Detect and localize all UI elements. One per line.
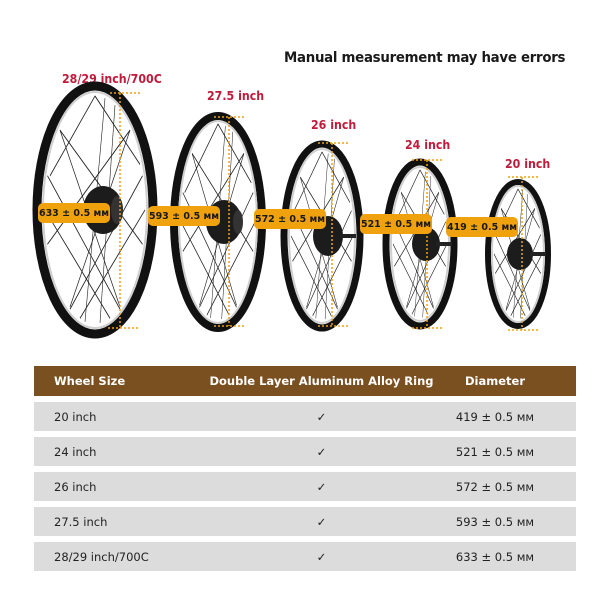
cell-wheel-size: 20 inch	[54, 409, 97, 424]
wheel-size-table: Wheel Size Double Layer Aluminum Alloy R…	[34, 366, 576, 571]
diameter-pill-28: 633 ± 0.5 мм	[38, 203, 110, 223]
header-wheel-size: Wheel Size	[54, 374, 126, 388]
wheel-26	[284, 144, 360, 328]
table-row: 28/29 inch/700C ✓ 633 ± 0.5 мм	[34, 542, 576, 571]
diameter-pill-20: 419 ± 0.5 мм	[446, 217, 518, 237]
cell-wheel-size: 27.5 inch	[54, 514, 108, 529]
table-row: 27.5 inch ✓ 593 ± 0.5 мм	[34, 507, 576, 536]
cell-wheel-size: 28/29 inch/700C	[54, 549, 149, 564]
table-row: 26 inch ✓ 572 ± 0.5 мм	[34, 472, 576, 501]
wheel-24	[386, 162, 454, 326]
check-icon: ✓	[316, 444, 327, 459]
diameter-pill-26: 572 ± 0.5 мм	[254, 209, 326, 229]
cell-wheel-size: 26 inch	[54, 479, 97, 494]
header-alloy-ring: Double Layer Aluminum Alloy Ring	[209, 374, 434, 388]
check-icon: ✓	[316, 514, 327, 529]
table-row: 24 inch ✓ 521 ± 0.5 мм	[34, 437, 576, 466]
wheel-size-label-24: 24 inch	[405, 138, 451, 152]
wheels-illustration	[0, 0, 600, 340]
cell-diameter: 593 ± 0.5 мм	[455, 514, 535, 529]
wheel-size-label-27-5: 27.5 inch	[207, 89, 265, 103]
wheel-20	[488, 182, 548, 326]
cell-diameter: 633 ± 0.5 мм	[455, 549, 535, 564]
check-icon: ✓	[316, 549, 327, 564]
cell-diameter: 521 ± 0.5 мм	[455, 444, 535, 459]
wheel-size-label-20: 20 inch	[505, 157, 551, 171]
cell-diameter: 572 ± 0.5 мм	[455, 479, 535, 494]
cell-diameter: 419 ± 0.5 мм	[455, 409, 535, 424]
diameter-pill-24: 521 ± 0.5 мм	[360, 214, 432, 234]
table-row: 20 inch ✓ 419 ± 0.5 мм	[34, 402, 576, 431]
measurement-note: Manual measurement may have errors	[284, 50, 566, 66]
cell-wheel-size: 24 inch	[54, 444, 97, 459]
header-diameter: Diameter	[465, 374, 525, 388]
table-header: Wheel Size Double Layer Aluminum Alloy R…	[34, 366, 576, 396]
wheel-size-label-26: 26 inch	[311, 118, 357, 132]
check-icon: ✓	[316, 479, 327, 494]
wheel-size-label-28: 28/29 inch/700C	[62, 72, 162, 86]
diameter-pill-27-5: 593 ± 0.5 мм	[148, 206, 220, 226]
check-icon: ✓	[316, 409, 327, 424]
